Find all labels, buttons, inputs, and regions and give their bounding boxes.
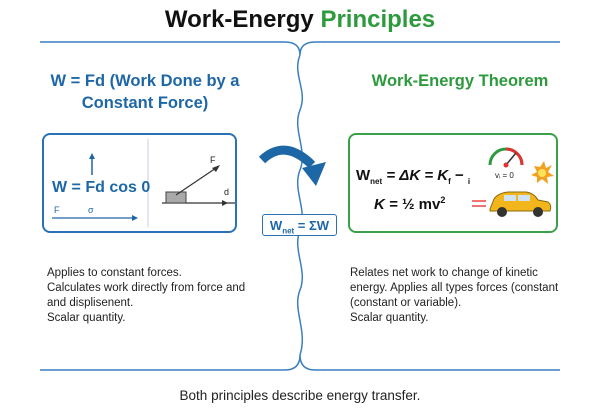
theorem-box: Wnet = ΔK = Kf − i K = ½ mv2 vᵢ = 0 (348, 133, 558, 233)
curved-arrow-icon (258, 145, 316, 169)
title-part2: Principles (320, 6, 436, 33)
desc-line: (constant or variable). (350, 297, 462, 309)
desc-line: Applies to constant forces. (47, 267, 182, 279)
theorem-formula: Wnet = ΔK = Kf − i (356, 167, 471, 186)
net-work-sum-box: Wnet = ΣW (262, 214, 337, 236)
diagram-displacement-label: d (224, 187, 230, 197)
desc-line: Relates net work to change of kinetic (350, 267, 538, 279)
arrow-head (302, 162, 326, 186)
caption: Both principles describe energy transfer… (179, 388, 421, 403)
desc-line: Calculates work directly from force and (47, 282, 246, 294)
desc-line: and displisenent. (47, 297, 134, 309)
desc-line: Scalar quantity. (47, 312, 126, 324)
work-formula-box: W = Fd cos 0 F σ F d (42, 133, 237, 233)
diagram-force-label: F (210, 155, 216, 165)
work-formula: W = Fd cos 0 (52, 179, 151, 196)
desc-line: energy. Applies all types forces (consta… (350, 282, 559, 294)
speedometer-label: vᵢ = 0 (495, 171, 514, 180)
left-subtitle: W = Fd (Work Done by a Constant Force) (50, 72, 240, 112)
displacement-vector-label: σ (88, 205, 94, 215)
title-part1: Work-Energy (164, 6, 314, 33)
page-title: Work-Energy Principles (0, 6, 600, 34)
left-description: Applies to constant forces. Calculates w… (47, 266, 277, 326)
right-subtitle: Work-Energy Theorem (371, 72, 549, 90)
force-vector-label: F (54, 205, 60, 215)
desc-line: Scalar quantity. (350, 312, 429, 324)
kinetic-energy-formula: K = ½ mv2 (374, 195, 446, 213)
top-divider (40, 41, 560, 56)
speedometer-car-illustration (472, 147, 554, 217)
work-diagram (52, 139, 235, 227)
right-description: Relates net work to change of kinetic en… (350, 266, 580, 326)
